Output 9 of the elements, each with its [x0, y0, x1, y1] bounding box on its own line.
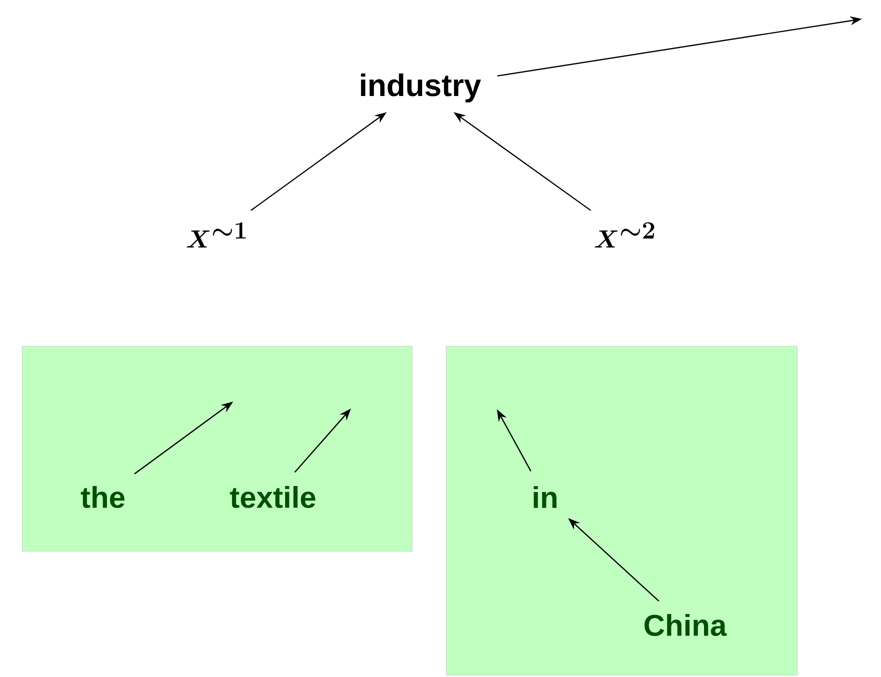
- word-group-box: [22, 346, 412, 552]
- word-label: in: [534, 486, 556, 508]
- word-label: China: [644, 614, 727, 636]
- word-label: textile: [230, 486, 316, 508]
- formula-label: $X^{\sim 2}$: [594, 222, 654, 248]
- word-group-box: [446, 346, 798, 676]
- word-label: industry: [361, 74, 481, 102]
- word-label: the: [80, 486, 124, 508]
- formula-label: $X^{\sim 1}$: [186, 222, 246, 248]
